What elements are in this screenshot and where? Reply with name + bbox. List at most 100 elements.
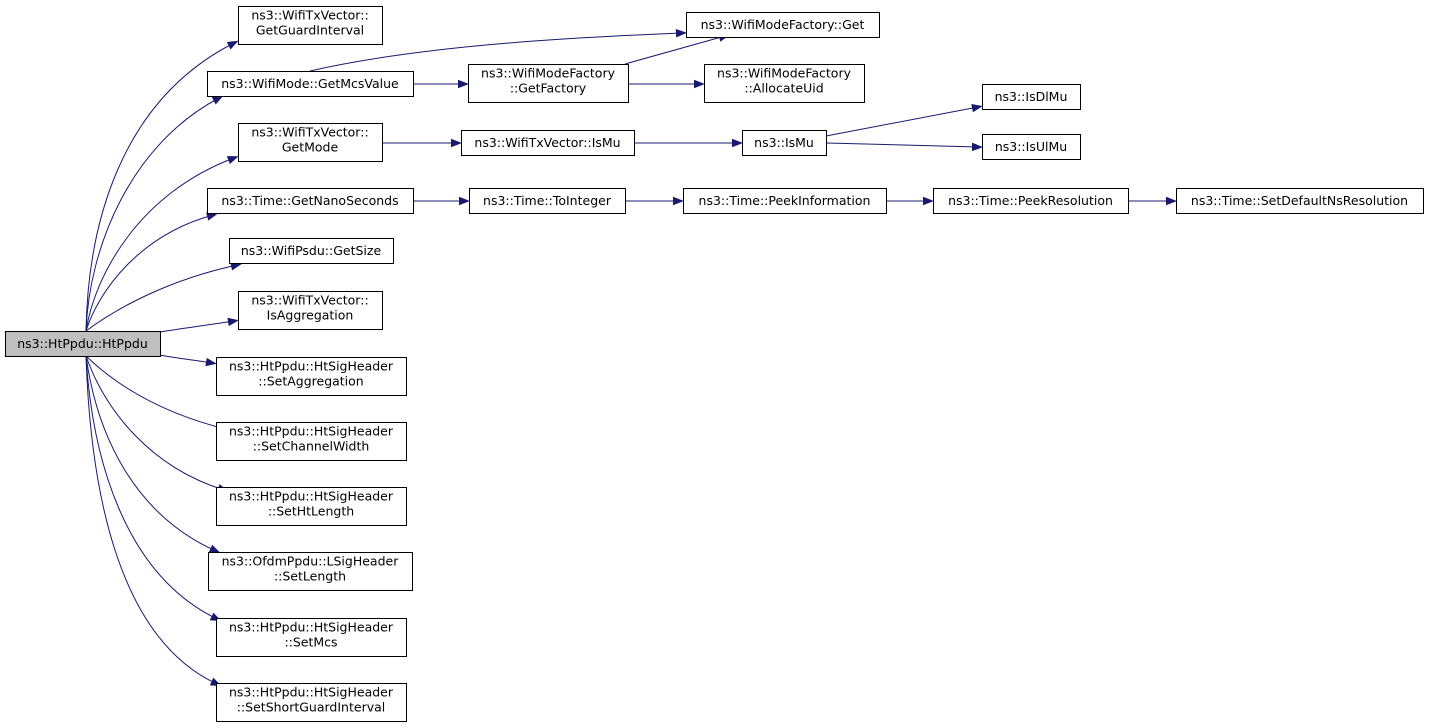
node-box (208, 552, 413, 591)
node-label: ::SetChannelWidth (253, 439, 370, 454)
arrowhead-icon (971, 142, 983, 152)
edge-getNanoSeconds-to-toInteger (413, 196, 470, 206)
node-box (216, 683, 407, 722)
arrowhead-icon (971, 103, 983, 113)
node-box (468, 64, 629, 103)
nodes-layer: ns3::HtPpdu::HtPpdu ns3::WifiTxVector::Ge… (5, 6, 1424, 722)
node-setLength[interactable]: ns3::OfdmPpdu::LSigHeader::SetLength (208, 552, 413, 591)
edge-getFactory-to-allocateUid (628, 79, 705, 89)
node-getFactory[interactable]: ns3::WifiModeFactory::GetFactory (468, 64, 629, 103)
edge-root-to-setMcs (85, 355, 222, 622)
edge-line (85, 214, 214, 332)
edge-root-to-getGuardInterval (85, 40, 239, 332)
node-isUlMu[interactable]: ns3::IsUlMu (982, 134, 1081, 160)
node-getGuardInterval[interactable]: ns3::WifiTxVector::GetGuardInterval (238, 6, 383, 45)
arrowhead-icon (211, 95, 224, 105)
node-getMode[interactable]: ns3::WifiTxVector::GetMode (238, 123, 383, 162)
arrowhead-icon (226, 156, 239, 165)
node-box (704, 64, 865, 103)
node-label: IsAggregation (267, 308, 354, 323)
edge-peekResolution-to-setDefaultNsResolution (1128, 196, 1177, 206)
node-box (229, 238, 394, 264)
node-label: ns3::WifiTxVector:: (251, 125, 368, 140)
node-box (216, 487, 407, 526)
arrowhead-icon (694, 79, 705, 89)
edge-peekInformation-to-peekResolution (886, 196, 934, 206)
edge-toInteger-to-peekInformation (625, 196, 684, 206)
node-box (1176, 188, 1424, 214)
edge-line (309, 32, 683, 72)
node-label: ::SetShortGuardInterval (237, 700, 386, 715)
node-allocateUid[interactable]: ns3::WifiModeFactory::AllocateUid (704, 64, 865, 103)
node-label: ns3::IsDlMu (995, 89, 1068, 104)
node-getNanoSeconds[interactable]: ns3::Time::GetNanoSeconds (207, 188, 414, 214)
node-label: GetMode (282, 140, 339, 155)
edge-root-to-isAggregation (159, 317, 239, 333)
node-label: ::AllocateUid (744, 81, 823, 96)
edge-root-to-getMode (85, 156, 239, 332)
node-setAggregation[interactable]: ns3::HtPpdu::HtSigHeader::SetAggregation (216, 357, 407, 396)
edge-line (825, 106, 979, 137)
node-label: ns3::OfdmPpdu::LSigHeader (222, 554, 400, 569)
node-toInteger[interactable]: ns3::Time::ToInteger (469, 188, 626, 214)
node-box (238, 6, 383, 45)
edge-root-to-setLength (85, 355, 221, 553)
node-peekInformation[interactable]: ns3::Time::PeekInformation (683, 188, 887, 214)
node-box (469, 188, 626, 214)
node-setChannelWidth[interactable]: ns3::HtPpdu::HtSigHeader::SetChannelWidt… (216, 422, 407, 461)
edge-line (85, 355, 225, 491)
node-box (238, 291, 383, 330)
node-getMcsValue[interactable]: ns3::WifiMode::GetMcsValue (207, 71, 414, 97)
node-label: ns3::WifiTxVector:: (251, 8, 368, 23)
arrowhead-icon (458, 79, 469, 89)
arrowhead-icon (226, 40, 239, 50)
edge-root-to-getMcsValue (85, 95, 224, 332)
node-box (216, 357, 407, 396)
arrowhead-icon (1166, 196, 1177, 206)
edge-getMcsValue-to-getFactory (413, 79, 469, 89)
node-setHtLength[interactable]: ns3::HtPpdu::HtSigHeader::SetHtLength (216, 487, 407, 526)
node-setMcs[interactable]: ns3::HtPpdu::HtSigHeader::SetMcs (216, 618, 407, 657)
edge-root-to-setChannelWidth (85, 355, 234, 433)
node-label: GetGuardInterval (256, 23, 364, 38)
edge-isMu-to-isDlMu (825, 103, 983, 137)
node-label: ns3::WifiTxVector:: (251, 293, 368, 308)
edge-line (159, 320, 235, 333)
node-setDefaultNsResolution[interactable]: ns3::Time::SetDefaultNsResolution (1176, 188, 1424, 214)
node-getSize[interactable]: ns3::WifiPsdu::GetSize (229, 238, 394, 264)
node-label: ns3::WifiModeFactory::Get (701, 17, 865, 32)
edge-getMode-to-txIsMu (382, 138, 462, 148)
node-isAggregation[interactable]: ns3::WifiTxVector::IsAggregation (238, 291, 383, 330)
arrowhead-icon (732, 138, 743, 148)
arrowhead-icon (923, 196, 934, 206)
node-box (742, 130, 827, 156)
node-box (686, 12, 880, 38)
node-peekResolution[interactable]: ns3::Time::PeekResolution (933, 188, 1129, 214)
node-box (982, 84, 1081, 110)
arrowhead-icon (675, 29, 687, 38)
arrowhead-icon (205, 357, 217, 367)
edge-line (85, 355, 217, 552)
node-isMu[interactable]: ns3::IsMu (742, 130, 827, 156)
edge-line (85, 264, 238, 332)
node-label: ns3::Time::ToInteger (483, 193, 612, 208)
edge-line (85, 97, 220, 332)
node-root[interactable]: ns3::HtPpdu::HtPpdu (5, 331, 161, 357)
edge-isMu-to-isUlMu (825, 142, 983, 152)
node-box (982, 134, 1081, 160)
node-setShortGuardInterval[interactable]: ns3::HtPpdu::HtSigHeader::SetShortGuardI… (216, 683, 407, 722)
node-txIsMu[interactable]: ns3::WifiTxVector::IsMu (461, 130, 635, 156)
node-isDlMu[interactable]: ns3::IsDlMu (982, 84, 1081, 110)
node-label: ns3::HtPpdu::HtSigHeader (229, 620, 394, 635)
edge-root-to-setAggregation (159, 354, 217, 367)
arrowhead-icon (459, 196, 470, 206)
node-box (207, 188, 414, 214)
arrowhead-icon (451, 138, 462, 148)
node-label: ::SetHtLength (268, 504, 354, 519)
node-box (216, 422, 407, 461)
edge-root-to-getSize (85, 262, 242, 332)
node-label: ns3::Time::PeekResolution (948, 193, 1113, 208)
arrowhead-icon (206, 212, 218, 221)
node-modeFactoryGet[interactable]: ns3::WifiModeFactory::Get (686, 12, 880, 38)
